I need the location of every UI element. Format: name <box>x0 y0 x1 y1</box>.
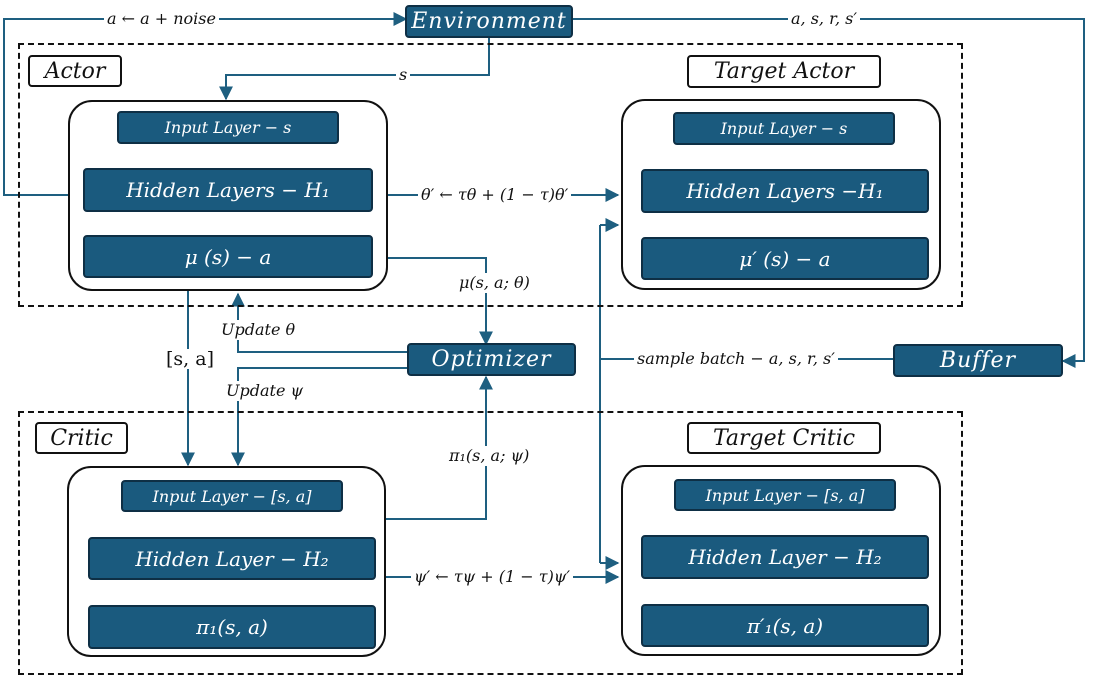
update-psi-wire <box>231 367 408 467</box>
sample-batch-label: sample batch − a, s, r, s′ <box>634 349 838 369</box>
actor-hidden-layers: Hidden Layers − H₁ <box>83 168 373 212</box>
optimizer-box: Optimizer <box>407 343 576 376</box>
update-theta-label: Update θ <box>218 320 299 340</box>
state-action-label: [s, a] <box>163 349 217 369</box>
actor-gradient-label: μ(s, a; θ) <box>456 273 533 293</box>
update-theta-wire <box>231 292 408 353</box>
state-wire <box>219 38 490 101</box>
critic-output-layer: π₁(s, a) <box>88 605 376 649</box>
actor-group-border <box>18 43 963 307</box>
action-noise-label: a ← a + noise <box>104 9 219 29</box>
target-actor-network: Input Layer − s Hidden Layers −H₁ μ′ (s)… <box>621 99 941 290</box>
target-critic-output-layer: π′₁(s, a) <box>641 604 929 647</box>
target-critic-hidden-layer: Hidden Layer − H₂ <box>641 535 929 579</box>
state-label: s <box>396 65 411 85</box>
critic-hidden-layer: Hidden Layer − H₂ <box>88 537 376 580</box>
target-actor-output-layer: μ′ (s) − a <box>641 237 929 280</box>
buffer-box: Buffer <box>893 344 1063 377</box>
actor-network: Input Layer − s Hidden Layers − H₁ μ (s)… <box>68 100 388 291</box>
actor-soft-update-label: θ′ ← τθ + (1 − τ)θ′ <box>418 185 572 205</box>
critic-gradient-label: π₁(s, a; ψ) <box>446 446 533 466</box>
actor-output-layer: μ (s) − a <box>83 235 373 278</box>
critic-group-border <box>18 411 963 675</box>
transition-label: a, s, r, s′ <box>788 9 860 29</box>
environment-box: Environment <box>405 5 573 38</box>
target-actor-input-layer: Input Layer − s <box>673 112 895 145</box>
target-critic-title: Target Critic <box>687 422 881 454</box>
critic-input-layer: Input Layer − [s, a] <box>121 480 343 512</box>
update-psi-label: Update ψ <box>223 381 307 401</box>
target-critic-network: Input Layer − [s, a] Hidden Layer − H₂ π… <box>621 465 941 656</box>
critic-network: Input Layer − [s, a] Hidden Layer − H₂ π… <box>67 466 386 657</box>
actor-title: Actor <box>28 55 122 87</box>
critic-title: Critic <box>35 422 128 454</box>
critic-soft-update-label: ψ′ ← τψ + (1 − τ)ψ′ <box>411 567 574 587</box>
target-actor-hidden-layers: Hidden Layers −H₁ <box>641 169 929 213</box>
target-actor-title: Target Actor <box>687 55 881 88</box>
target-critic-input-layer: Input Layer − [s, a] <box>674 479 896 511</box>
actor-gradient-wire <box>388 257 493 346</box>
critic-gradient-wire <box>386 375 493 520</box>
actor-input-layer: Input Layer − s <box>117 111 339 144</box>
